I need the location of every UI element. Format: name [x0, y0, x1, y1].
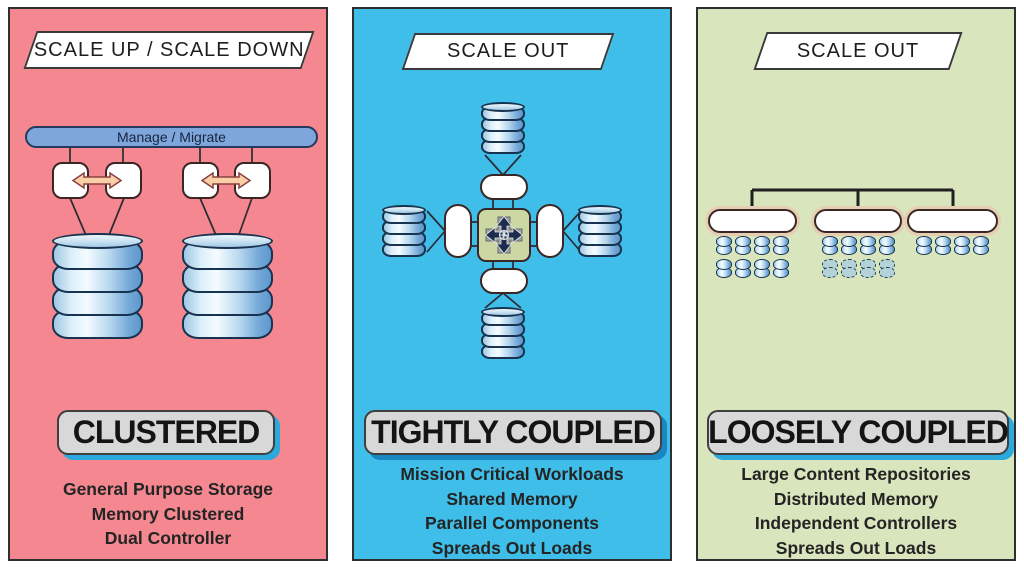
feature-list: General Purpose Storage Memory Clustered… — [10, 477, 326, 551]
bidirectional-arrow-icon — [201, 171, 251, 190]
connector-lines — [69, 145, 253, 241]
database-cylinder-icon — [716, 236, 732, 255]
database-cylinder-icon — [773, 259, 789, 278]
storage-grid — [716, 259, 789, 278]
tree-connector-lines — [750, 188, 955, 209]
feature-list: Large Content Repositories Distributed M… — [698, 462, 1014, 560]
dashed-database-cylinder-icon — [841, 259, 857, 278]
dashed-database-cylinder-icon — [879, 259, 895, 278]
feature-line: Dual Controller — [104, 528, 232, 548]
banner-text: SCALE OUT — [446, 40, 570, 62]
feature-line: Large Content Repositories — [741, 464, 971, 484]
panel-tightly-coupled: SCALE OUT TIGHTLY COUPLED Missio — [352, 7, 672, 561]
database-cylinder-icon — [935, 236, 951, 255]
label-text: LOOSELY COUPLED — [708, 414, 1009, 450]
storage-grid — [916, 236, 989, 255]
feature-line: Independent Controllers — [754, 513, 958, 533]
storage-grid — [716, 236, 789, 255]
panel-loosely-coupled: SCALE OUT LOOSELY COUPLED — [696, 7, 1016, 561]
controller-pill — [907, 209, 998, 233]
database-cylinder-icon — [773, 236, 789, 255]
database-cylinder-icon — [754, 236, 770, 255]
storage-grid-expansion — [822, 259, 895, 278]
scale-banner: SCALE OUT — [401, 33, 615, 70]
database-cylinder-icon — [841, 236, 857, 255]
node-pill — [536, 204, 564, 258]
database-cylinder-icon — [822, 236, 838, 255]
label-text: TIGHTLY COUPLED — [371, 414, 656, 450]
bidirectional-arrow-icon — [72, 171, 122, 190]
scale-banner: SCALE UP / SCALE DOWN — [23, 31, 315, 69]
feature-line: General Purpose Storage — [62, 479, 274, 499]
database-cylinder-icon — [735, 236, 751, 255]
controller-pill — [814, 209, 902, 233]
database-cylinder-icon — [973, 236, 989, 255]
feature-line: Distributed Memory — [773, 488, 939, 509]
controller-pill — [708, 209, 797, 233]
manage-migrate-bar: Manage / Migrate — [25, 126, 318, 148]
database-cylinder-icon — [754, 259, 770, 278]
dashed-database-cylinder-icon — [822, 259, 838, 278]
database-cylinder-icon — [382, 205, 426, 257]
label-text: CLUSTERED — [72, 414, 261, 450]
feature-line: Spreads Out Loads — [775, 537, 937, 558]
scale-banner: SCALE OUT — [753, 32, 963, 70]
feature-line: Parallel Components — [424, 513, 600, 533]
clustered-label: CLUSTERED — [57, 410, 275, 455]
manage-migrate-label: Manage / Migrate — [117, 129, 226, 145]
feature-line: Memory Clustered — [91, 503, 245, 524]
storage-grid — [822, 236, 895, 255]
tightly-coupled-label: TIGHTLY COUPLED — [364, 410, 662, 455]
dashed-database-cylinder-icon — [860, 259, 876, 278]
database-cylinder-icon — [916, 236, 932, 255]
shared-memory-hub — [477, 208, 531, 262]
database-cylinder-icon — [481, 102, 525, 154]
banner-text: SCALE UP / SCALE DOWN — [33, 38, 305, 61]
database-cylinder-icon — [52, 233, 143, 339]
feature-line: Shared Memory — [446, 488, 578, 509]
banner-text: SCALE OUT — [796, 39, 920, 62]
node-pill — [480, 174, 528, 200]
connector-lines — [426, 154, 582, 309]
database-cylinder-icon — [481, 307, 525, 359]
node-pill — [444, 204, 472, 258]
panel-clustered: SCALE UP / SCALE DOWN Manage / Migrate C… — [8, 7, 328, 561]
database-cylinder-icon — [716, 259, 732, 278]
feature-line: Spreads Out Loads — [431, 537, 593, 558]
feature-line: Mission Critical Workloads — [400, 464, 624, 484]
loosely-coupled-label: LOOSELY COUPLED — [707, 410, 1009, 455]
database-cylinder-icon — [578, 205, 622, 257]
database-cylinder-icon — [182, 233, 273, 339]
database-cylinder-icon — [735, 259, 751, 278]
feature-list: Mission Critical Workloads Shared Memory… — [354, 462, 670, 560]
database-cylinder-icon — [860, 236, 876, 255]
database-cylinder-icon — [879, 236, 895, 255]
database-cylinder-icon — [954, 236, 970, 255]
node-pill — [480, 268, 528, 294]
four-way-arrows-icon — [484, 215, 524, 255]
